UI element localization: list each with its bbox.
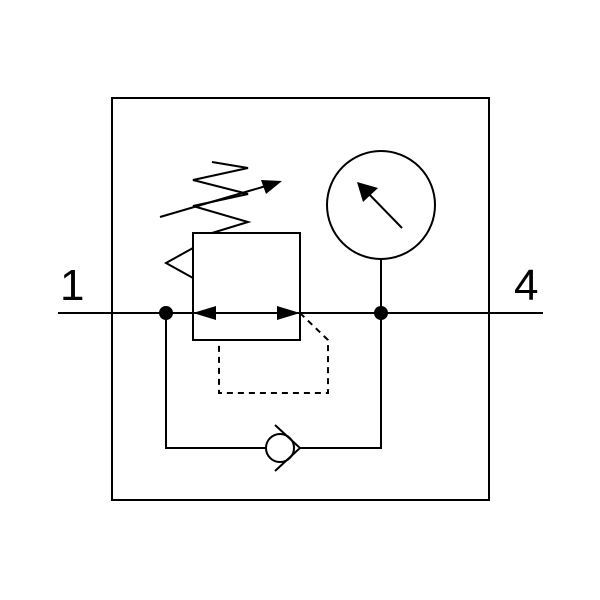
gauge-needle: [365, 190, 403, 229]
pilot-triangle: [163, 247, 194, 279]
gauge-dial: [326, 150, 436, 260]
adjust-arrow-head: [261, 180, 282, 194]
check-valve-ball: [265, 433, 295, 463]
pressure-regulator-icon: [159, 161, 329, 394]
adjust-arrow-shaft: [159, 185, 267, 218]
regulator-body: [192, 232, 301, 341]
enclosure-frame: [111, 97, 490, 501]
port-label-outlet: 4: [514, 261, 538, 310]
bypass-line: [165, 313, 266, 449]
port-label-inlet: 1: [60, 261, 84, 310]
gauge-icon: [326, 150, 436, 313]
spring-icon: [192, 161, 252, 234]
pilot-dashed-line: [218, 312, 329, 394]
bypass-line-right: [300, 313, 382, 449]
valve-arrow-tail-head: [277, 306, 300, 320]
check-valve-icon: [265, 424, 302, 472]
check-valve-seat: [274, 424, 302, 472]
gauge-needle-head: [357, 182, 378, 202]
valve-arrow-head: [193, 306, 216, 320]
